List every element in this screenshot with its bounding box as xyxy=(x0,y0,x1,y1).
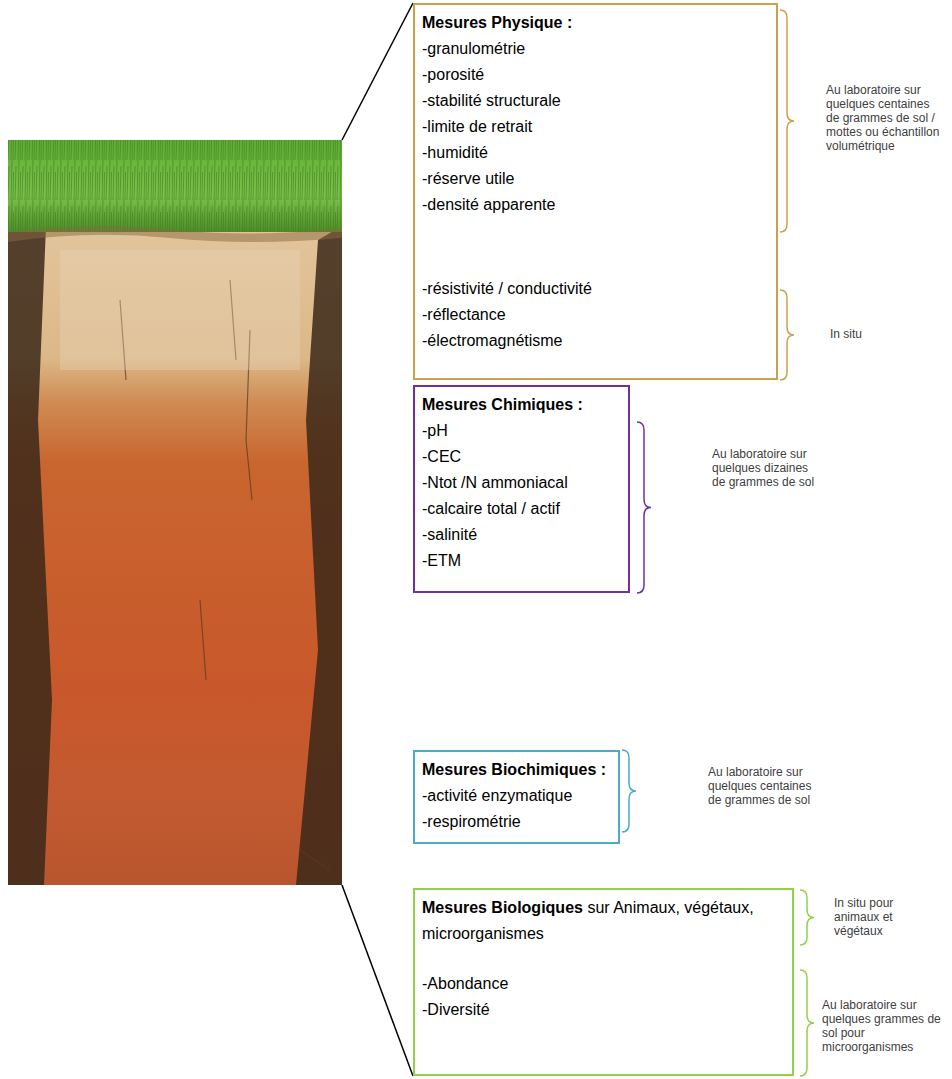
measure-item: -activité enzymatique xyxy=(422,783,611,809)
box-heading: Mesures Chimiques : xyxy=(422,392,621,418)
soil-body xyxy=(8,226,342,885)
curly-bracket xyxy=(637,422,651,593)
measure-box: Mesures Chimiques :-pH-CEC-Ntot /N ammon… xyxy=(413,385,630,593)
measure-item: -Abondance xyxy=(422,971,785,997)
measure-item: -Diversité xyxy=(422,997,785,1023)
leader-line xyxy=(342,885,413,1076)
measure-item: -granulométrie xyxy=(422,36,769,62)
root xyxy=(200,600,206,680)
measure-item: -calcaire total / actif xyxy=(422,496,621,522)
curly-bracket xyxy=(800,890,814,945)
curly-bracket xyxy=(780,290,794,380)
pit-wall-right xyxy=(296,226,342,885)
measure-item: -ETM xyxy=(422,548,621,574)
measure-item: -CEC xyxy=(422,444,621,470)
measure-item: -réserve utile xyxy=(422,166,769,192)
texture-band xyxy=(60,250,300,370)
leader-line xyxy=(342,3,413,140)
measure-item: -réflectance xyxy=(422,302,769,328)
measure-item: -densité apparente xyxy=(422,192,769,218)
root xyxy=(300,850,330,870)
measure-item: -respirométrie xyxy=(422,809,611,835)
measure-box: Mesures Biochimiques :-activité enzymati… xyxy=(413,750,620,844)
measure-item: -pH xyxy=(422,418,621,444)
box-heading: Mesures Physique : xyxy=(422,10,769,36)
measure-item: -porosité xyxy=(422,62,769,88)
measure-box: Mesures Physique :-granulométrie-porosit… xyxy=(413,3,778,380)
topsoil-edge xyxy=(8,226,342,242)
measure-item: -limite de retrait xyxy=(422,114,769,140)
texture xyxy=(60,250,300,370)
pit-wall-left xyxy=(8,226,52,885)
bracket-note: Au laboratoire sur quelques centaines de… xyxy=(826,83,946,153)
heading-line: Mesures Biologiquessur Animaux, végétaux… xyxy=(422,895,785,947)
bracket-note: In situ pour animaux et végétaux xyxy=(834,896,934,938)
box-heading: Mesures Biologiques xyxy=(422,899,583,916)
measure-item: -salinité xyxy=(422,522,621,548)
grass-blades xyxy=(8,140,342,232)
measure-box: Mesures Biologiquessur Animaux, végétaux… xyxy=(413,888,794,1076)
measure-item: -Ntot /N ammoniacal xyxy=(422,470,621,496)
box-heading: Mesures Biochimiques : xyxy=(422,757,611,783)
curly-bracket xyxy=(780,10,794,232)
bracket-note: Au laboratoire sur quelques centaines de… xyxy=(708,765,820,807)
grass-layer xyxy=(8,140,342,232)
bracket-note: In situ xyxy=(830,327,910,341)
curly-bracket xyxy=(622,750,636,832)
measure-item: -humidité xyxy=(422,140,769,166)
measure-item: -résistivité / conductivité xyxy=(422,276,769,302)
curly-bracket xyxy=(800,970,814,1076)
measure-item: -électromagnétisme xyxy=(422,328,769,354)
bracket-note: Au laboratoire sur quelques grammes de s… xyxy=(822,998,946,1054)
measure-item: -stabilité structurale xyxy=(422,88,769,114)
bracket-note: Au laboratoire sur quelques dizaines de … xyxy=(712,447,824,489)
